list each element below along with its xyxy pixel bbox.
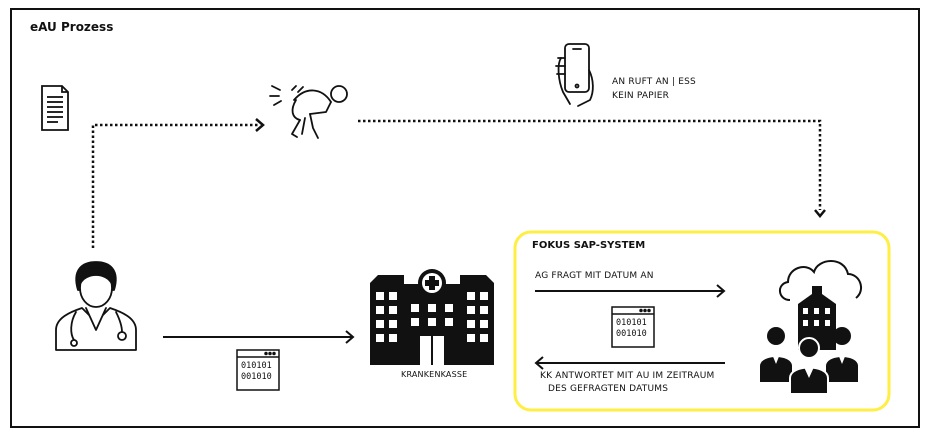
sap-box-title: FOKUS SAP-SYSTEM xyxy=(532,240,646,251)
data-file-icon-left xyxy=(236,349,280,391)
dotted-arrowhead-patient xyxy=(255,118,265,132)
response-label-line2: DES GEFRAGTEN DATUMS xyxy=(548,384,669,394)
diagram-title: eAU Prozess xyxy=(30,20,114,34)
company-employees-icon xyxy=(760,260,863,395)
doctor-icon xyxy=(55,261,137,351)
dotted-arrowhead-company xyxy=(814,209,826,218)
response-arrow xyxy=(534,356,725,370)
binary-row-2: 001010 xyxy=(616,329,647,339)
request-arrow xyxy=(535,284,726,298)
sap-focus-box xyxy=(513,230,891,412)
response-label-line1: KK ANTWORTET MIT AU IM ZEITRAUM xyxy=(540,371,715,381)
binary-data-right: 010101 001010 xyxy=(616,318,647,340)
hospital-building-icon xyxy=(370,269,494,365)
dotted-flow-line xyxy=(91,119,822,248)
back-pain-person-icon xyxy=(269,85,348,139)
binary-row-1: 010101 xyxy=(616,318,647,328)
data-file-icon-right xyxy=(611,306,655,348)
document-icon xyxy=(41,85,69,131)
binary-data-left: 010101 001010 xyxy=(241,361,272,383)
request-label: AG FRAGT MIT DATUM AN xyxy=(535,271,654,281)
phone-note-line2: KEIN PAPIER xyxy=(612,91,670,101)
binary-row-1: 010101 xyxy=(241,361,272,371)
solid-arrow-doctor-insurer xyxy=(163,330,355,344)
insurer-label: KRANKENKASSE xyxy=(401,370,468,379)
binary-row-2: 001010 xyxy=(241,372,272,382)
phone-note-line1: AN RUFT AN | ESS xyxy=(612,77,696,87)
phone-in-hand-icon xyxy=(555,43,594,107)
